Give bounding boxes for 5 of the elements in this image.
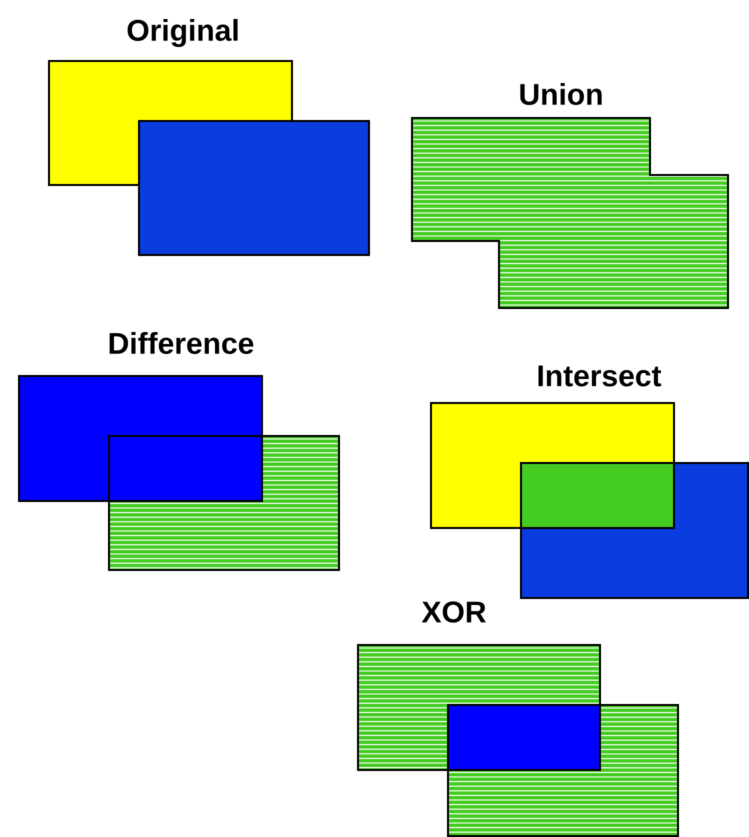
panel-title: Difference (110, 332, 254, 354)
panel-title: XOR (422, 601, 486, 623)
panel-title: Original (128, 18, 238, 48)
panel-title: Union (520, 82, 602, 106)
panel-title: Intersect (538, 366, 662, 386)
